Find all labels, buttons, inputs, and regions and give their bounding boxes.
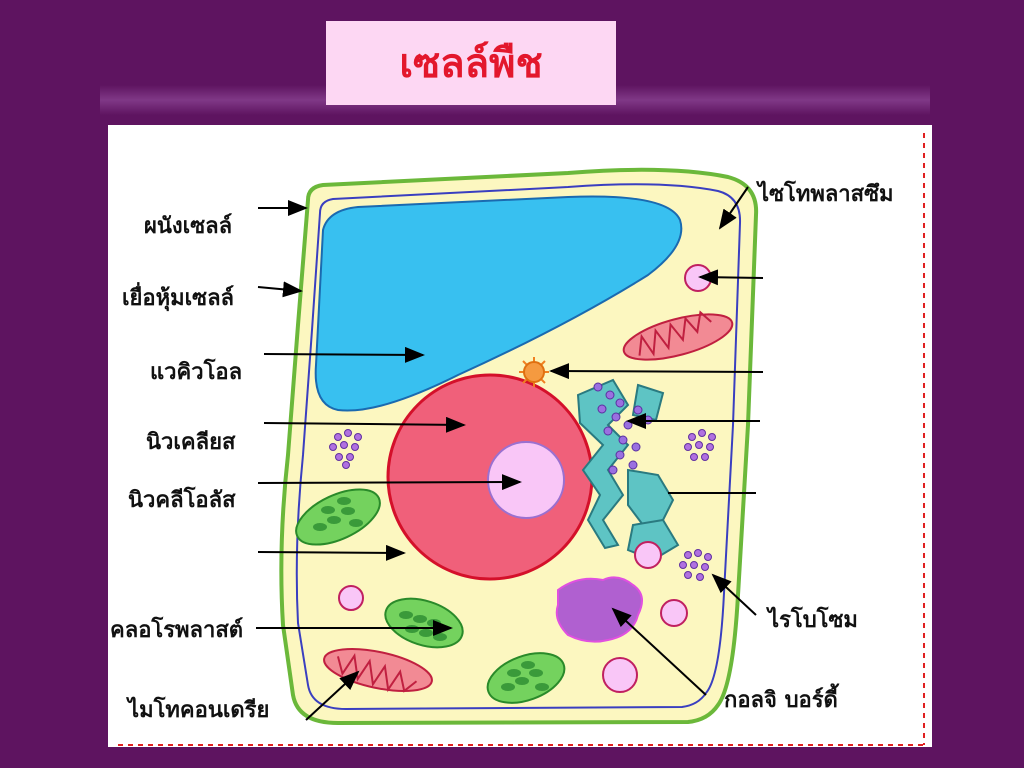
label-cell-wall: ผนังเซลล์	[144, 213, 233, 239]
label-chloroplast: คลอโรพลาสต์	[110, 617, 244, 643]
label-cytoplasm: ไซโทพลาสซึม	[758, 181, 894, 207]
page-title: เซลล์พืช	[399, 40, 543, 87]
chloroplast-bottom	[486, 652, 566, 704]
label-nucleus: นิวเคลียส	[146, 429, 236, 455]
label-golgi: กอลจิ บอร์ดี้	[724, 687, 838, 713]
centrosome	[519, 357, 549, 387]
diagram-panel: ผนังเซลล์ เยื่อหุ้มเซลล์ แวคิวโอล นิวเคล…	[108, 125, 932, 747]
nucleolus	[487, 441, 565, 519]
leader-lines	[256, 186, 764, 721]
label-cell-membrane: เยื่อหุ้มเซลล์	[122, 285, 235, 311]
label-vacuole: แวคิวโอล	[150, 359, 243, 385]
chloroplast-left	[295, 488, 381, 546]
mitochondrion-upper	[622, 310, 734, 361]
label-mitochondria: ไมโทคอนเดรีย	[128, 697, 270, 723]
label-ribosome: ไรโบโซม	[768, 607, 858, 633]
ribosome-cluster-left	[329, 429, 362, 469]
plant-cell-diagram	[118, 133, 925, 746]
ribosome-cluster-lower	[679, 549, 712, 581]
title-box: เซลล์พืช	[326, 21, 616, 105]
ribosome-cluster-right	[684, 429, 716, 461]
cell-membrane	[295, 183, 742, 711]
label-nucleolus: นิวคลีโอลัส	[128, 487, 236, 513]
